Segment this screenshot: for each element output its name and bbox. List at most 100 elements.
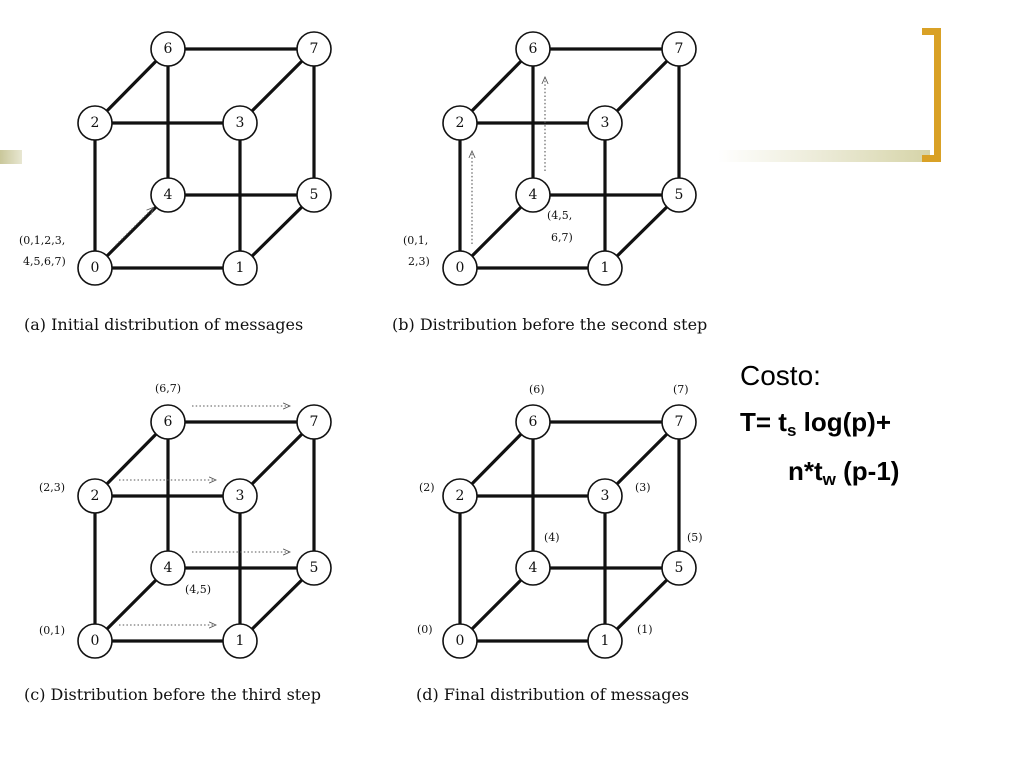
formula-line-2: n*tw (p-1) xyxy=(740,451,1010,500)
panel-caption: (d) Final distribution of messages xyxy=(416,685,689,704)
decorative-bar-right xyxy=(718,150,930,162)
cube-node-3: 3 xyxy=(222,105,258,141)
cube-node-5: 5 xyxy=(661,177,697,213)
cost-panel: Costo: T= ts log(p)+ n*tw (p-1) xyxy=(740,360,1010,500)
cube-node-1: 1 xyxy=(222,250,258,286)
node-label: 0 xyxy=(456,260,465,276)
node-circle xyxy=(661,550,697,586)
message-label: (4) xyxy=(544,531,560,544)
node-circle xyxy=(77,250,113,286)
panel-c: 0 1 2 3 4 5 6 7 (6,7) (2,3) (4,5) (0,1) (c) Distribu… xyxy=(24,382,332,704)
message-label: (0) xyxy=(417,623,433,636)
cube-node-3: 3 xyxy=(587,478,623,514)
cube-node-0: 0 xyxy=(77,623,113,659)
message-label: (2,3) xyxy=(39,481,65,494)
node-label: 2 xyxy=(456,488,465,504)
node-circle xyxy=(222,105,258,141)
cube-node-0: 0 xyxy=(77,250,113,286)
message-arrow-0-4 xyxy=(115,207,154,246)
panel-caption: (a) Initial distribution of messages xyxy=(24,315,303,334)
node-label: 7 xyxy=(310,414,319,430)
message-label: (3) xyxy=(635,481,651,494)
cube-node-7: 7 xyxy=(661,404,697,440)
formula-p-term: (p-1) xyxy=(835,456,900,486)
message-label: 2,3) xyxy=(408,255,430,268)
cube-node-6: 6 xyxy=(150,31,186,67)
node-circle xyxy=(150,31,186,67)
node-circle xyxy=(661,177,697,213)
node-circle xyxy=(222,478,258,514)
message-label: (4,5) xyxy=(185,583,211,596)
cube-node-1: 1 xyxy=(222,623,258,659)
node-circle xyxy=(515,404,551,440)
node-label: 7 xyxy=(675,414,684,430)
cost-title: Costo: xyxy=(740,360,821,391)
cube-node-0: 0 xyxy=(442,250,478,286)
cube-node-2: 2 xyxy=(77,105,113,141)
node-circle xyxy=(296,31,332,67)
node-label: 5 xyxy=(310,187,319,203)
message-label: (0,1) xyxy=(39,624,65,637)
node-label: 0 xyxy=(456,633,465,649)
formula-n-prefix: n*t xyxy=(788,456,823,486)
node-circle xyxy=(587,105,623,141)
cube-node-5: 5 xyxy=(296,550,332,586)
node-circle xyxy=(150,404,186,440)
message-label: (4,5, xyxy=(547,209,572,222)
node-circle xyxy=(296,550,332,586)
node-label: 6 xyxy=(164,414,173,430)
node-label: 3 xyxy=(236,488,245,504)
node-label: 3 xyxy=(601,115,610,131)
node-label: 1 xyxy=(601,260,610,276)
panel-caption: (c) Distribution before the third step xyxy=(24,685,321,704)
node-label: 4 xyxy=(529,187,538,203)
cube-node-4: 4 xyxy=(150,177,186,213)
node-label: 2 xyxy=(91,115,100,131)
message-label: (0,1, xyxy=(403,234,428,247)
panel-caption: (b) Distribution before the second step xyxy=(392,315,707,334)
message-label: (6,7) xyxy=(155,382,181,395)
node-label: 4 xyxy=(529,560,538,576)
cube-node-4: 4 xyxy=(150,550,186,586)
node-label: 1 xyxy=(236,260,245,276)
cube-node-2: 2 xyxy=(442,478,478,514)
node-circle xyxy=(296,177,332,213)
node-label: 7 xyxy=(310,41,319,57)
cube-node-1: 1 xyxy=(587,250,623,286)
message-label: (7) xyxy=(673,383,689,396)
node-circle xyxy=(587,478,623,514)
node-label: 2 xyxy=(456,115,465,131)
node-label: 7 xyxy=(675,41,684,57)
node-circle xyxy=(150,177,186,213)
node-label: 5 xyxy=(310,560,319,576)
node-circle xyxy=(515,177,551,213)
node-label: 1 xyxy=(236,633,245,649)
node-circle xyxy=(442,250,478,286)
node-circle xyxy=(222,250,258,286)
cube-node-2: 2 xyxy=(442,105,478,141)
node-circle xyxy=(661,404,697,440)
formula-t-prefix: T= t xyxy=(740,407,787,437)
message-label: (5) xyxy=(687,531,703,544)
node-label: 0 xyxy=(91,260,100,276)
cube-node-5: 5 xyxy=(296,177,332,213)
node-label: 4 xyxy=(164,560,173,576)
formula-tw-subscript: w xyxy=(822,470,836,489)
cost-formula: T= ts log(p)+ n*tw (p-1) xyxy=(740,402,1010,500)
cube-node-7: 7 xyxy=(296,31,332,67)
node-label: 3 xyxy=(601,488,610,504)
cube-node-6: 6 xyxy=(150,404,186,440)
node-circle xyxy=(296,404,332,440)
formula-log-term: log(p)+ xyxy=(796,407,892,437)
message-label: (0,1,2,3, xyxy=(19,234,65,247)
node-label: 2 xyxy=(91,488,100,504)
node-circle xyxy=(150,550,186,586)
node-label: 0 xyxy=(91,633,100,649)
node-circle xyxy=(222,623,258,659)
node-circle xyxy=(661,31,697,67)
cube-node-6: 6 xyxy=(515,31,551,67)
message-label: 6,7) xyxy=(551,231,573,244)
